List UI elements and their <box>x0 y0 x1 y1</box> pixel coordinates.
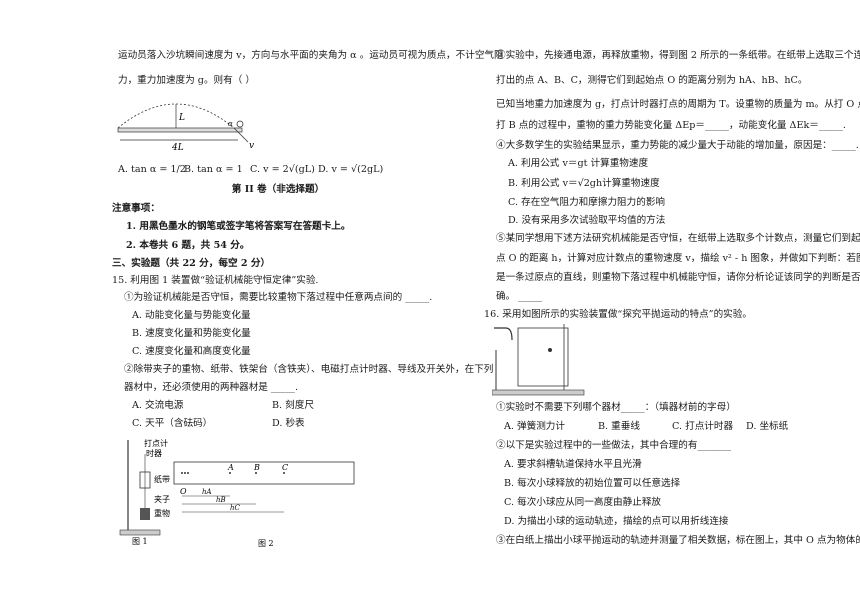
q15-sub4-option-c: C. 存在空气阻力和摩擦力阻力的影响 <box>508 197 666 208</box>
q15-figure1-apparatus: 打点计 时器 纸带 夹子 重物 图 1 <box>119 438 170 546</box>
q16-sub2-option-a: A. 要求斜槽轨道保持水平且光滑 <box>504 459 642 470</box>
q15-sub4-option-a: A. 利用公式 v＝gt 计算重物速度 <box>508 158 649 169</box>
q15-sub3-line2: 打出的点 A、B、C，测得它们到起始点 O 的距离分别为 hA、hB、hC。 <box>496 75 808 86</box>
dot-o2 <box>184 472 186 474</box>
q16-sub2-option-d: D. 为描出小球的运动轨迹，描绘的点可以用折线连接 <box>504 516 729 527</box>
q16-projectile-apparatus <box>492 324 585 396</box>
label-v: v <box>249 141 254 151</box>
q15-sub2-option-a: A. 交流电源 <box>132 400 184 411</box>
q15-sub4: ④大多数学生的实验结果显示，重力势能的减少量大于动能的增加量，原因是：_____… <box>496 140 859 151</box>
q15-sub4-option-d: D. 没有采用多次试验取平均值的方法 <box>508 215 666 226</box>
figure1-caption: 图 1 <box>132 537 148 546</box>
q15-sub3-line4: 打 B 点的过程中，重物的重力势能变化量 ΔEp＝_____，动能变化量 ΔEk… <box>496 120 846 131</box>
q14-option-a: A. tan α = 1/2 <box>118 164 186 175</box>
trajectory-curve <box>117 103 235 129</box>
q15-sub5-line1: ⑤某同学想用下述方法研究机械能是否守恒，在纸带上选取多个计数点，测量它们到起始 <box>496 233 860 244</box>
label-O: O <box>180 487 187 496</box>
q15-sub1-option-b: B. 速度变化量和势能变化量 <box>132 328 251 339</box>
q16-stem: 16. 采用如图所示的实验装置做“探究平抛运动的特点”的实验。 <box>484 309 752 320</box>
q15-sub3-line1: ③实验中，先接通电源，再释放重物，得到图 2 所示的一条纸带。在纸带上选取三个连… <box>496 50 860 61</box>
tape-outline <box>173 461 355 485</box>
label-A: A <box>227 463 234 472</box>
apparatus-base <box>492 389 585 396</box>
dot-b <box>255 472 257 474</box>
label-hA: hA <box>202 488 212 496</box>
q16-sub1-option-c: C. 打点计时器 <box>672 421 734 432</box>
label-weight: 重物 <box>154 508 170 518</box>
notice-title: 注意事项： <box>112 203 160 214</box>
q15-sub2-option-c: C. 天平（含砝码） <box>132 418 213 429</box>
q16-sub1: ①实验时不需要下列哪个器材_____：（填器材前的字母） <box>496 402 736 413</box>
q15-stem: 15. 利用图 1 装置做“验证机械能守恒定律”实验. <box>112 275 319 286</box>
board <box>517 327 569 387</box>
weight-block <box>140 508 150 520</box>
label-B: B <box>253 463 260 472</box>
velocity-arrow <box>233 127 249 143</box>
q16-sub2-option-c: C. 每次小球应从同一高度由静止释放 <box>504 497 662 508</box>
q15-sub2-option-d: D. 秒表 <box>272 418 305 429</box>
figure2-caption: 图 2 <box>258 539 274 548</box>
q15-sub5-line4: 确。 _____ <box>496 291 543 302</box>
q16-sub2-option-b: B. 每次小球释放的初始位置可以任意选择 <box>504 478 681 489</box>
notice-item-2: 2. 本卷共 6 题，共 54 分。 <box>126 240 250 251</box>
q16-sub1-option-a: A. 弹簧测力计 <box>504 421 565 432</box>
q16-sub3: ③在白纸上描出小球平抛运动的轨迹并测量了相关数据，标在图上，其中 O 点为物体的… <box>496 535 860 546</box>
q14-option-c: C. v = 2√(gL) <box>250 164 315 175</box>
label-L: L <box>178 113 185 123</box>
q14-text-line1: 运动员落入沙坑瞬间速度为 v，方向与水平面的夹角为 α 。运动员可视为质点，不计… <box>118 50 504 61</box>
dot-o1 <box>181 472 183 474</box>
q15-sub2-line1: ②除带夹子的重物、纸带、铁架台（含铁夹）、电磁打点计时器、导线及开关外，在下列 <box>124 364 494 375</box>
label-alpha: α <box>228 120 233 128</box>
q15-sub1-option-c: C. 速度变化量和高度变化量 <box>132 346 251 357</box>
slope-track <box>494 327 513 341</box>
q14-jump-figure: L 4L α v <box>117 103 254 153</box>
stand-base <box>119 529 161 536</box>
left-column: 运动员落入沙坑瞬间速度为 v，方向与水平面的夹角为 α 。运动员可视为质点，不计… <box>112 50 504 548</box>
q15-sub2-option-b: B. 刻度尺 <box>272 400 314 411</box>
athlete-figure <box>236 120 244 128</box>
ball <box>548 348 552 352</box>
label-hB: hB <box>216 496 226 504</box>
dot-c <box>283 472 285 474</box>
q16-sub2: ②以下是实验过程中的一些做法，其中合理的有_______ <box>496 440 732 451</box>
label-timer-2: 时器 <box>146 448 162 458</box>
q16-sub1-option-b: B. 重垂线 <box>598 421 640 432</box>
q14-option-d: D. v = √(2gL) <box>318 164 384 175</box>
volume2-title: 第 II 卷（非选择题） <box>231 184 325 195</box>
q15-sub1-option-a: A. 动能变化量与势能变化量 <box>132 310 251 321</box>
q15-sub4-option-b: B. 利用公式 v＝√2gh计算重物速度 <box>508 178 660 189</box>
q16-sub1-option-d: D. 坐标纸 <box>746 421 789 432</box>
dot-a <box>229 472 231 474</box>
q15-sub3-line3: 已知当地重力加速度为 g，打点计时器打点的周期为 T。设重物的质量为 m。从打 … <box>496 99 860 110</box>
q14-text-line2: 力，重力加速度为 g。则有（ ） <box>118 75 255 86</box>
label-C: C <box>282 463 288 472</box>
track-surface <box>117 127 243 133</box>
label-paper: 纸带 <box>154 474 170 484</box>
q15-sub1: ①为验证机械能是否守恒，需要比较重物下落过程中任意两点间的 _____. <box>124 292 433 303</box>
dot-o3 <box>187 472 189 474</box>
q14-option-b: B. tan α = 1 <box>184 164 243 175</box>
q15-sub5-line3: 是一条过原点的直线，则重物下落过程中机械能守恒，请你分析论证该同学的判断是否正 <box>496 272 860 283</box>
label-clamp: 夹子 <box>154 494 170 504</box>
right-column: ③实验中，先接通电源，再释放重物，得到图 2 所示的一条纸带。在纸带上选取三个连… <box>440 0 860 592</box>
label-4L: 4L <box>171 143 184 153</box>
q15-figure2-tape: O A B C hA hB hC 图 2 <box>173 461 355 548</box>
notice-item-1: 1. 用黑色墨水的钢笔或签字笔将答案写在答题卡上。 <box>126 221 351 232</box>
label-hC: hC <box>230 504 241 512</box>
q15-sub2-line2: 器材中，还必须使用的两种器材是 _____. <box>124 382 298 393</box>
q15-sub5-line2: 点 O 的距离 h，计算对应计数点的重物速度 v，描绘 v² - h 图象，并做… <box>496 253 860 264</box>
section3-title: 三、实验题（共 22 分，每空 2 分） <box>112 258 271 269</box>
label-timer-1: 打点计 <box>144 438 168 448</box>
